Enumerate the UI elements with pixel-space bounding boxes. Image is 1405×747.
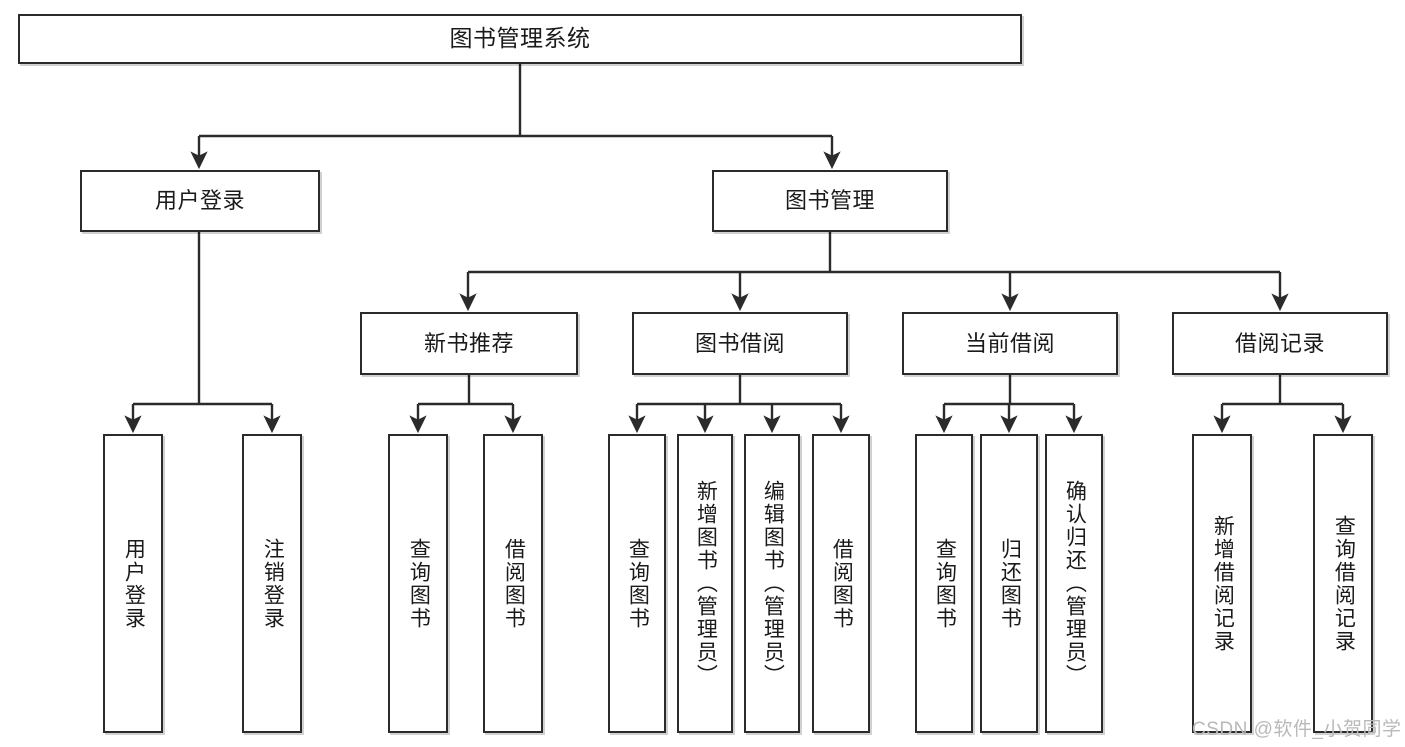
- node-leaf-add-record[interactable]: 新增借阅记录: [1192, 434, 1252, 733]
- node-leaf-add-record-label: 新增借阅记录: [1211, 514, 1235, 653]
- watermark: CSDN @软件_小贺同学: [1192, 719, 1402, 740]
- node-leaf-query-book-2-label: 查询图书: [626, 537, 650, 630]
- node-current-borrow[interactable]: 当前借阅: [902, 312, 1118, 375]
- node-leaf-logout-label: 注销登录: [261, 537, 285, 630]
- node-borrow-record-label: 借阅记录: [1234, 330, 1325, 356]
- node-root-label: 图书管理系统: [449, 25, 591, 52]
- node-user-login[interactable]: 用户登录: [80, 170, 320, 232]
- node-leaf-confirm-return-label: 确认归还（管理员）: [1063, 480, 1087, 687]
- node-root[interactable]: 图书管理系统: [18, 14, 1022, 64]
- node-leaf-user-login-label: 用户登录: [122, 537, 146, 630]
- node-leaf-confirm-return[interactable]: 确认归还（管理员）: [1045, 434, 1103, 733]
- node-book-manage[interactable]: 图书管理: [712, 170, 948, 232]
- node-new-book-rec[interactable]: 新书推荐: [360, 312, 578, 375]
- node-leaf-query-book-3[interactable]: 查询图书: [915, 434, 973, 733]
- node-borrow-record[interactable]: 借阅记录: [1172, 312, 1388, 375]
- node-user-login-label: 用户登录: [154, 188, 245, 214]
- node-leaf-return-book-label: 归还图书: [998, 537, 1022, 630]
- node-leaf-query-record[interactable]: 查询借阅记录: [1313, 434, 1373, 733]
- node-leaf-borrow-book-1[interactable]: 借阅图书: [483, 434, 543, 733]
- node-leaf-add-book-label: 新增图书（管理员）: [694, 480, 718, 687]
- node-leaf-borrow-book-2[interactable]: 借阅图书: [812, 434, 870, 733]
- node-leaf-query-record-label: 查询借阅记录: [1332, 514, 1356, 653]
- node-leaf-query-book-2[interactable]: 查询图书: [608, 434, 666, 733]
- node-leaf-query-book-1[interactable]: 查询图书: [388, 434, 448, 733]
- node-book-manage-label: 图书管理: [784, 188, 875, 214]
- node-current-borrow-label: 当前借阅: [964, 330, 1055, 356]
- node-leaf-query-book-3-label: 查询图书: [933, 537, 957, 630]
- node-leaf-borrow-book-2-label: 借阅图书: [830, 537, 854, 630]
- node-new-book-rec-label: 新书推荐: [423, 330, 514, 356]
- node-leaf-return-book[interactable]: 归还图书: [980, 434, 1038, 733]
- node-leaf-logout[interactable]: 注销登录: [242, 434, 302, 733]
- node-leaf-borrow-book-1-label: 借阅图书: [502, 537, 526, 630]
- node-book-borrow-label: 图书借阅: [694, 330, 785, 356]
- node-leaf-user-login[interactable]: 用户登录: [103, 434, 163, 733]
- node-leaf-query-book-1-label: 查询图书: [407, 537, 431, 630]
- node-book-borrow[interactable]: 图书借阅: [632, 312, 848, 375]
- node-leaf-edit-book-label: 编辑图书（管理员）: [761, 480, 785, 687]
- node-leaf-add-book[interactable]: 新增图书（管理员）: [677, 434, 733, 733]
- node-leaf-edit-book[interactable]: 编辑图书（管理员）: [744, 434, 800, 733]
